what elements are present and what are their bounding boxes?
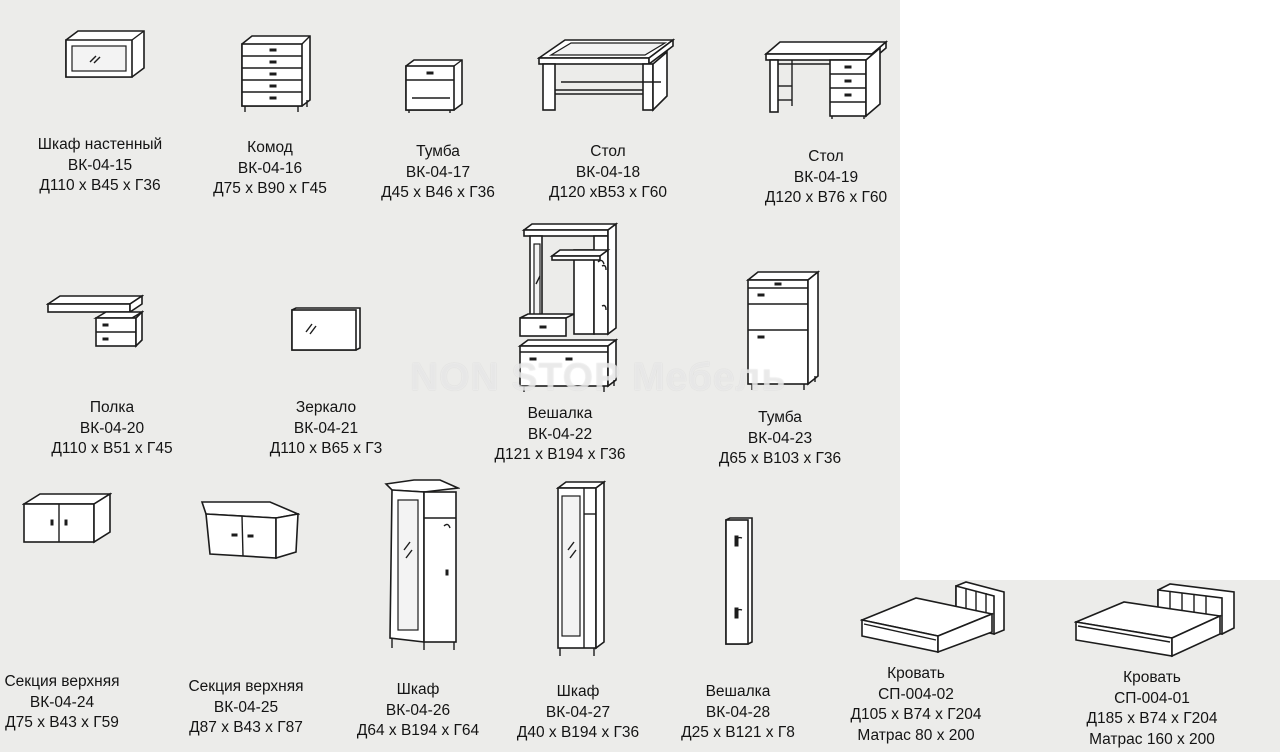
chest-of-drawers-drawing [241, 35, 311, 112]
product-code: ВК-04-24 [29, 693, 95, 711]
hallway-hanger-drawing [517, 222, 618, 392]
wall-cabinet-drawing [65, 30, 145, 78]
product-dimensions: Д64 х В194 х Г64 [356, 722, 480, 739]
product-name: Секция верхняя [4, 673, 120, 690]
upper-section-drawing [22, 492, 112, 544]
product-caption: Комод ВК-04-16 Д75 х В90 х Г45 [213, 138, 327, 200]
narrow-wardrobe-drawing [556, 480, 606, 656]
shoe-cabinet-drawing [746, 270, 820, 390]
product-code: ВК-04-23 [747, 429, 813, 447]
product-name: Шкаф [396, 681, 440, 698]
product-dimensions: Д121 х В194 х Г36 [494, 446, 626, 463]
product-name: Стол [808, 148, 844, 165]
mattress-size: Матрас 160 х 200 [1089, 730, 1215, 748]
product-caption: Шкаф ВК-04-27 Д40 х В194 х Г36 [517, 682, 639, 744]
nightstand-drawing [405, 59, 463, 113]
product-code: ВК-04-16 [237, 159, 303, 177]
product-code: ВК-04-18 [575, 163, 641, 181]
product-code: ВК-04-27 [545, 703, 611, 721]
product-dimensions: Д87 х В43 х Г87 [189, 719, 303, 736]
product-caption: Секция верхняя ВК-04-25 Д87 х В43 х Г87 [188, 677, 303, 739]
product-dimensions: Д110 х В45 х Г36 [39, 177, 161, 194]
product-dimensions: Д120 х В76 х Г60 [764, 189, 888, 206]
product-dimensions: Д110 х В51 х Г45 [51, 440, 173, 457]
product-name: Полка [89, 399, 135, 416]
mattress-size: Матрас 80 х 200 [857, 726, 975, 744]
product-caption: Стол ВК-04-18 Д120 хВ53 х Г60 [549, 142, 667, 204]
watermark-text: NON STOP Мебель [410, 356, 787, 399]
product-name: Шкаф [556, 683, 600, 700]
product-code: СП-004-02 [878, 685, 954, 703]
product-code: ВК-04-19 [793, 168, 859, 186]
product-caption: Кровать СП-004-02 Д105 х В74 х Г204 Матр… [851, 664, 982, 746]
product-name: Вешалка [705, 683, 771, 700]
product-caption: Зеркало ВК-04-21 Д110 х В65 х Г3 [270, 398, 383, 460]
product-caption: Стол ВК-04-19 Д120 х В76 х Г60 [765, 147, 887, 209]
double-bed-drawing [1074, 583, 1235, 658]
product-dimensions: Д65 х В103 х Г36 [718, 450, 842, 467]
product-caption: Тумба ВК-04-17 Д45 х В46 х Г36 [381, 142, 495, 204]
product-caption: Секция верхняя ВК-04-24 Д75 х В43 х Г59 [4, 672, 119, 734]
product-code: ВК-04-20 [79, 419, 145, 437]
coffee-table-drawing [537, 38, 675, 112]
product-name: Тумба [416, 143, 460, 160]
product-caption: Шкаф настенный ВК-04-15 Д110 х В45 х Г36 [38, 135, 162, 197]
mirror-drawing [291, 307, 361, 351]
product-dimensions: Д45 х В46 х Г36 [381, 184, 495, 201]
product-code: ВК-04-22 [527, 425, 593, 443]
product-dimensions: Д110 х В65 х Г3 [269, 440, 383, 457]
product-code: ВК-04-15 [67, 156, 133, 174]
product-name: Комод [247, 139, 293, 156]
product-code: ВК-04-17 [405, 163, 471, 181]
product-caption: Шкаф ВК-04-26 Д64 х В194 х Г64 [357, 680, 479, 742]
product-dimensions: Д120 хВ53 х Г60 [549, 184, 667, 201]
product-code: ВК-04-28 [705, 703, 771, 721]
corner-upper-section-drawing [200, 501, 300, 560]
product-dimensions: Д75 х В43 х Г59 [5, 714, 119, 731]
product-dimensions: Д40 х В194 х Г36 [516, 724, 640, 741]
product-caption: Полка ВК-04-20 Д110 х В51 х Г45 [51, 398, 172, 460]
paper-patch [900, 0, 1280, 10]
product-name: Шкаф настенный [37, 136, 163, 153]
single-bed-drawing [860, 581, 1005, 654]
product-code: ВК-04-26 [385, 701, 451, 719]
product-name: Тумба [758, 409, 802, 426]
product-name: Кровать [1123, 669, 1181, 686]
product-dimensions: Д25 х В121 х Г8 [681, 724, 795, 741]
product-code: СП-004-01 [1114, 689, 1190, 707]
desk-drawing [764, 40, 888, 119]
product-name: Стол [590, 143, 626, 160]
product-dimensions: Д185 х В74 х Г204 [1086, 710, 1218, 727]
product-caption: Вешалка ВК-04-28 Д25 х В121 х Г8 [681, 682, 795, 744]
product-name: Зеркало [295, 399, 357, 416]
product-caption: Кровать СП-004-01 Д185 х В74 х Г204 Матр… [1087, 668, 1218, 750]
product-dimensions: Д75 х В90 х Г45 [213, 180, 327, 197]
wall-hanger-panel-drawing [725, 517, 753, 645]
product-code: ВК-04-25 [213, 698, 279, 716]
product-name: Кровать [887, 665, 945, 682]
product-name: Секция верхняя [188, 678, 304, 695]
paper-patch [900, 10, 1280, 580]
shelf-drawing [46, 294, 144, 348]
product-caption: Тумба ВК-04-23 Д65 х В103 х Г36 [719, 408, 841, 470]
product-caption: Вешалка ВК-04-22 Д121 х В194 х Г36 [495, 404, 626, 466]
product-name: Вешалка [527, 405, 593, 422]
product-dimensions: Д105 х В74 х Г204 [850, 706, 982, 723]
product-code: ВК-04-21 [293, 419, 359, 437]
corner-wardrobe-drawing [384, 479, 460, 650]
